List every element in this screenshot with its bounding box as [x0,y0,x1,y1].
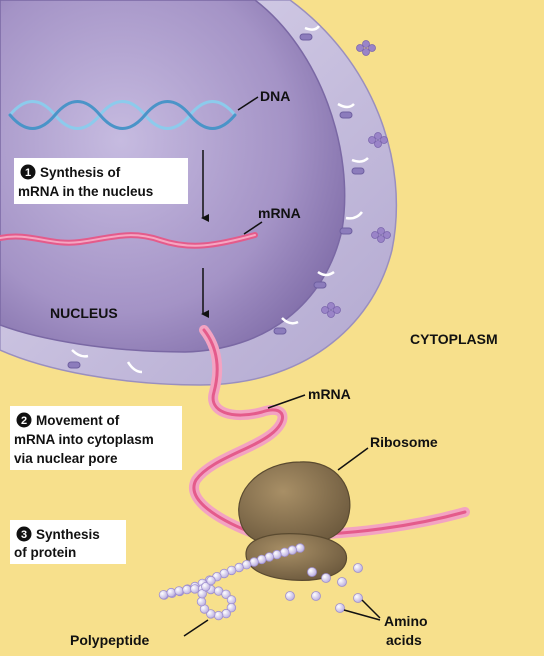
amino-acid-bead [213,610,224,621]
amino-acid-bead [287,545,298,555]
step-1-box [14,158,188,204]
label-dna: DNA [260,88,290,104]
step-2-line-3: via nuclear pore [14,451,118,466]
ribosome-small-subunit [245,533,348,581]
ribosome [238,461,351,581]
step-1-number: 1 [25,167,31,179]
label-mrna-cytoplasm: mRNA [308,386,351,402]
amino-acid-bead [190,584,200,594]
label-polypeptide: Polypeptide [70,632,150,648]
amino-acid-bead [182,584,192,595]
amino-acid-bead [174,586,184,596]
step-2-line-2: mRNA into cytoplasm [14,432,154,447]
amino-acid-bead [295,543,305,553]
step-1-line-1: Synthesis of [40,165,121,180]
step-3-number: 3 [21,529,27,541]
amino-acids-leader-line [343,599,381,621]
mrna-highlight-nucleus [0,234,256,247]
label-amino-line-2: acids [386,632,422,648]
dna-leader-line [237,96,259,111]
step-2-line-1: Movement of [36,413,120,428]
amino-acid-bead [158,590,169,600]
polypeptide-chain [158,543,305,621]
nuclear-pores [71,25,369,374]
amino-acid-bead [221,589,231,600]
step-2-box [10,406,182,470]
amino-acid-bead [279,547,290,558]
step-3-line-1: Synthesis [36,527,100,542]
step-2-badge: 2 [16,412,32,428]
label-ribosome: Ribosome [370,434,438,450]
label-cytoplasm: CYTOPLASM [410,331,498,347]
amino-acid-bead [201,582,211,592]
amino-acid-bead [226,603,237,613]
step-1-line-2: mRNA in the nucleus [18,184,153,199]
step-1-badge: 1 [20,164,36,180]
amino-acid-bead [196,597,207,607]
amino-acid-bead [206,609,216,619]
step-3-line-2: of protein [14,545,76,560]
step-3-box [10,520,126,564]
label-mrna-nucleus: mRNA [258,205,301,221]
mrna-nucleus-leader-line [243,221,263,235]
envelope-proteins [321,40,391,318]
step-3-badge: 3 [16,526,32,542]
ribosome-leader-line [337,447,369,471]
label-amino-line-1: Amino [384,613,428,629]
step-2-number: 2 [21,415,27,427]
amino-acid-bead [206,575,216,586]
dna-helix [8,100,237,130]
mrna-cytoplasm-leader-line [267,394,306,409]
amino-acid-bead [166,587,176,598]
amino-acid-bead [226,595,237,605]
polypeptide-leader-line [183,619,209,637]
label-nucleus: NUCLEUS [50,305,118,321]
free-amino-acids [285,563,363,613]
nuclear-pore-proteins [67,33,365,369]
